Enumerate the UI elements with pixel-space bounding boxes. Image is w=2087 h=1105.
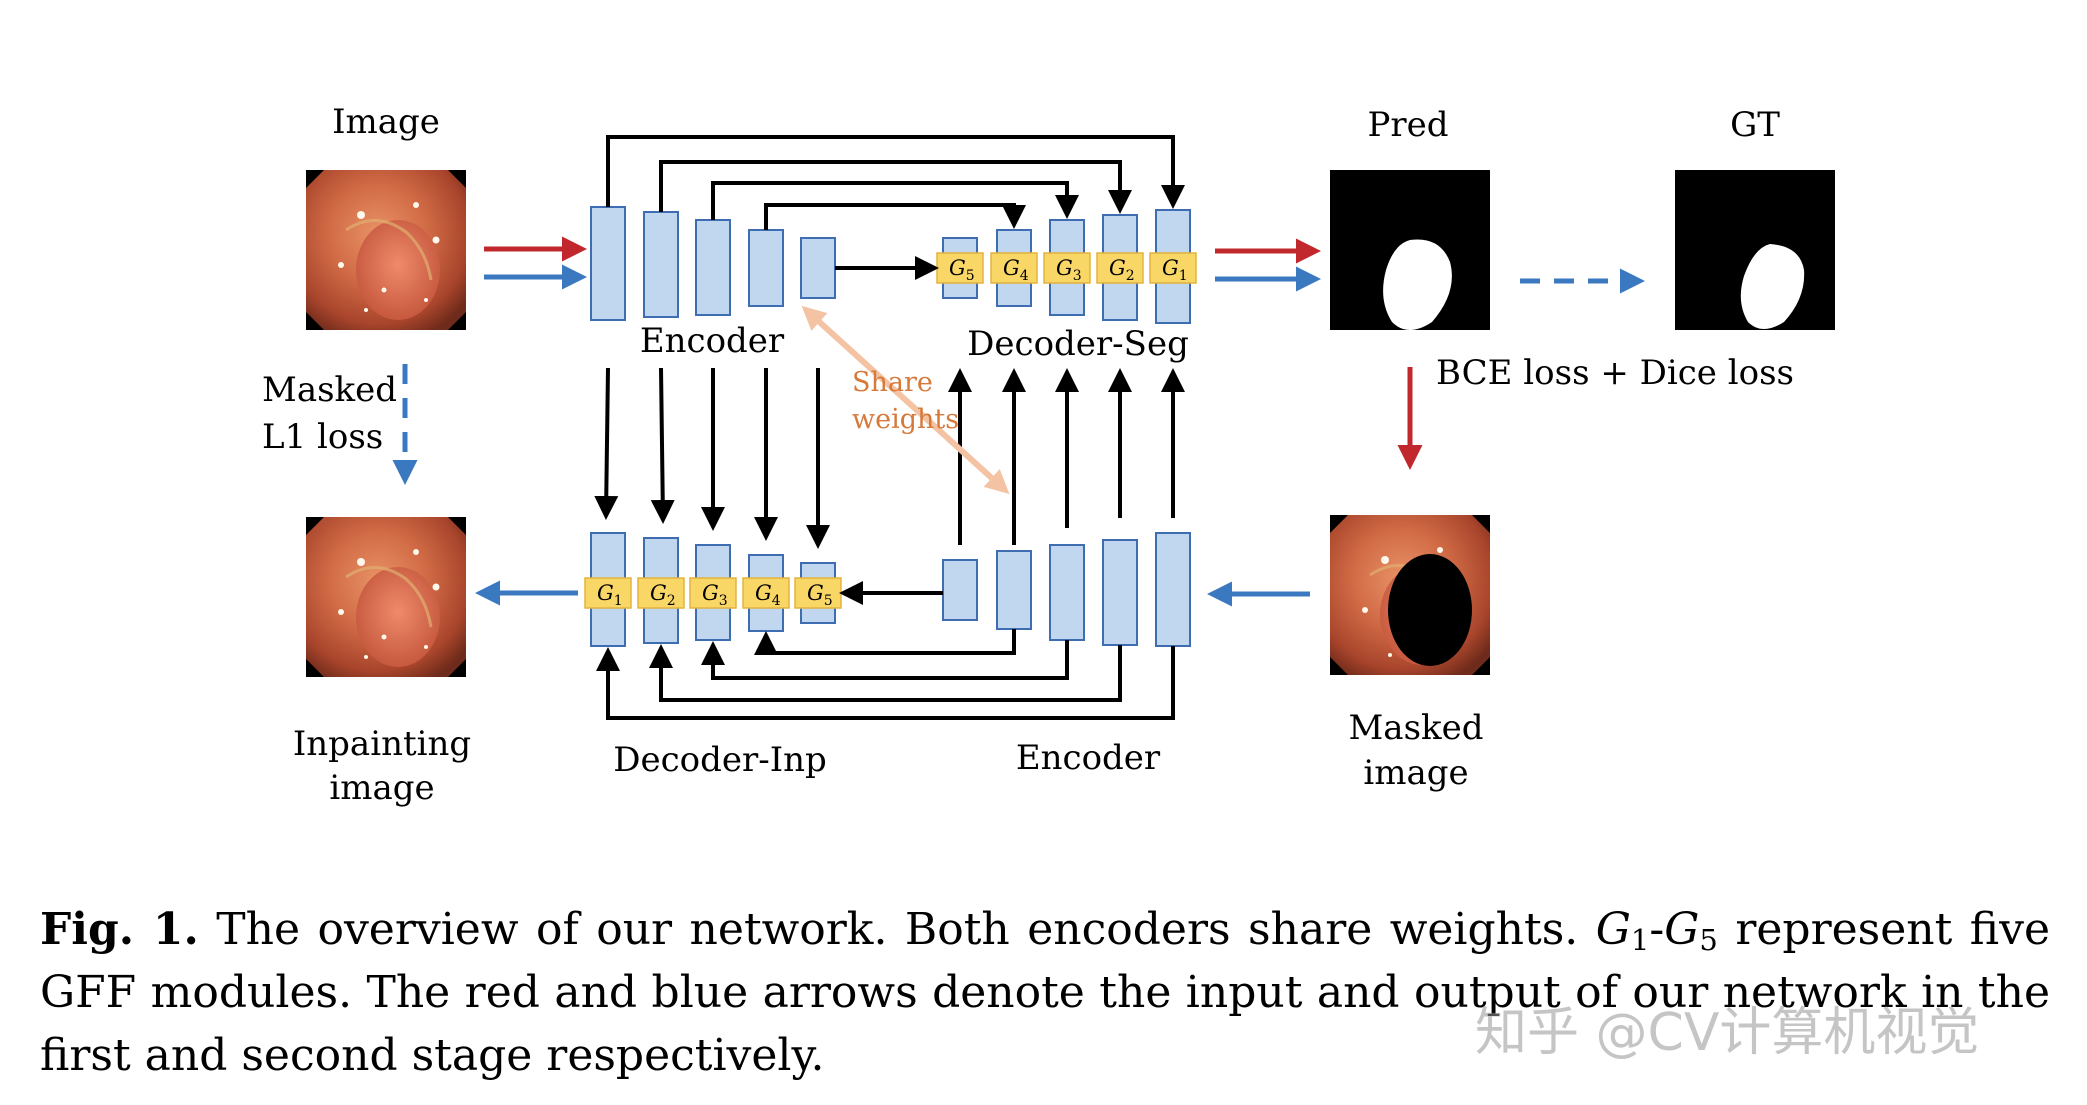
pred-mask xyxy=(1330,170,1490,330)
label-image: Image xyxy=(332,102,440,142)
label-share-line1: Share xyxy=(852,367,933,398)
gff-label: G3 xyxy=(702,581,728,609)
caption-part2: represent five GFF modules. The red and … xyxy=(40,904,2050,1081)
label-masked-image-line1: Masked xyxy=(1348,708,1483,748)
watermark: 知乎 @CV计算机视觉 xyxy=(1475,1003,1980,1063)
encoder-to-decoder-inp-arrows xyxy=(594,367,830,549)
gff-label: G1 xyxy=(1162,256,1188,284)
gff-label: G3 xyxy=(1056,256,1082,284)
gff-label: G1 xyxy=(597,581,623,609)
gt-mask xyxy=(1675,170,1835,330)
label-gt: GT xyxy=(1730,105,1780,145)
label-pred: Pred xyxy=(1367,105,1448,145)
top-skip-connections xyxy=(606,135,1185,280)
label-inpainting-line1: Inpainting xyxy=(293,724,471,764)
figure-number: Fig. 1. xyxy=(40,904,199,955)
bottom-gff-modules: G1 G2 G3 G4 G5 xyxy=(584,577,842,609)
label-decoder-inp: Decoder-Inp xyxy=(613,740,827,780)
label-decoder-seg: Decoder-Seg xyxy=(967,324,1189,364)
gff-label: G4 xyxy=(1003,256,1029,284)
input-image xyxy=(306,170,466,330)
encoder-to-decoder-seg-arrows xyxy=(948,368,1185,545)
gff-label: G5 xyxy=(807,581,833,609)
label-share-line2: weights xyxy=(852,404,959,435)
inpainting-image xyxy=(306,517,466,677)
gff-label: G5 xyxy=(949,256,975,284)
top-encoder-blocks xyxy=(590,206,836,321)
figure-caption: Fig. 1. The overview of our network. Bot… xyxy=(40,904,2050,1081)
label-encoder-top: Encoder xyxy=(640,321,785,361)
gff-label: G4 xyxy=(755,581,781,609)
masked-image xyxy=(1330,515,1490,675)
gff-label: G2 xyxy=(1109,256,1135,284)
label-masked-l1-line1: Masked xyxy=(262,370,397,410)
bottom-encoder-blocks xyxy=(942,532,1191,647)
label-inpainting-line2: image xyxy=(329,768,434,808)
top-gff-modules: G5 G4 G3 G2 G1 xyxy=(936,252,1197,284)
caption-part1: The overview of our network. Both encode… xyxy=(216,904,1579,955)
caption-math-last: G5 xyxy=(1664,904,1718,957)
caption-math-first: G1 xyxy=(1595,904,1650,957)
gff-label: G2 xyxy=(650,581,676,609)
label-bce-dice: BCE loss + Dice loss xyxy=(1436,353,1794,393)
label-masked-image-line2: image xyxy=(1363,753,1468,793)
label-encoder-bottom: Encoder xyxy=(1016,738,1161,778)
label-masked-l1-line2: L1 loss xyxy=(262,417,383,457)
share-weights-arrow xyxy=(801,305,1010,495)
stage-arrows xyxy=(392,236,1645,607)
bottom-skip-connections xyxy=(596,581,1175,720)
